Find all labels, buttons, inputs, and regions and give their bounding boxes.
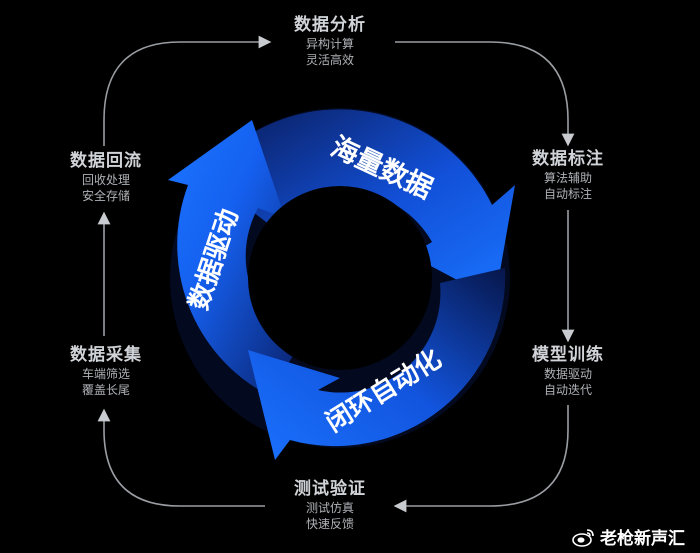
node-subtitle: 安全存储 (81, 189, 130, 203)
watermark-text: 老枪新声汇 (600, 529, 685, 549)
node-data-labeling: 数据标注 算法辅助 自动标注 (508, 148, 628, 202)
node-data-return: 数据回流 回收处理 安全存储 (46, 150, 166, 204)
node-title: 数据采集 (70, 345, 142, 365)
node-subtitle: 车端筛选 (81, 367, 130, 381)
connector-test-to-collect (97, 408, 265, 507)
node-data-collection: 数据采集 车端筛选 覆盖长尾 (46, 344, 166, 398)
node-subtitle: 覆盖长尾 (81, 383, 130, 397)
node-subtitle: 回收处理 (81, 173, 130, 187)
connector-analysis-to-label (395, 41, 575, 147)
node-subtitle: 数据驱动 (543, 367, 592, 381)
node-model-training: 模型训练 数据驱动 自动迭代 (508, 344, 628, 398)
outer-loop (97, 35, 575, 513)
watermark: 老枪新声汇 (572, 524, 685, 549)
node-title: 数据分析 (294, 15, 366, 35)
node-title: 模型训练 (532, 345, 604, 365)
weibo-icon (572, 528, 594, 547)
node-title: 测试验证 (294, 479, 366, 499)
node-subtitle: 自动标注 (543, 187, 592, 201)
node-subtitle: 测试仿真 (305, 501, 354, 515)
node-data-analysis: 数据分析 异构计算 灵活高效 (270, 14, 390, 68)
node-test-verification: 测试验证 测试仿真 快速反馈 (270, 478, 390, 532)
node-subtitle: 算法辅助 (543, 171, 592, 185)
cycle-arrow-top (205, 109, 515, 300)
ring-hole (248, 186, 432, 370)
node-subtitle: 自动迭代 (543, 383, 592, 397)
node-subtitle: 异构计算 (305, 37, 354, 51)
node-title: 数据回流 (70, 151, 142, 171)
node-title: 数据标注 (532, 149, 604, 169)
connector-return-to-analysis (103, 35, 272, 146)
node-subtitle: 快速反馈 (305, 517, 354, 531)
cycle-arrow-bottom (248, 268, 506, 460)
connector-train-to-test (393, 405, 569, 513)
node-subtitle: 灵活高效 (305, 53, 354, 67)
